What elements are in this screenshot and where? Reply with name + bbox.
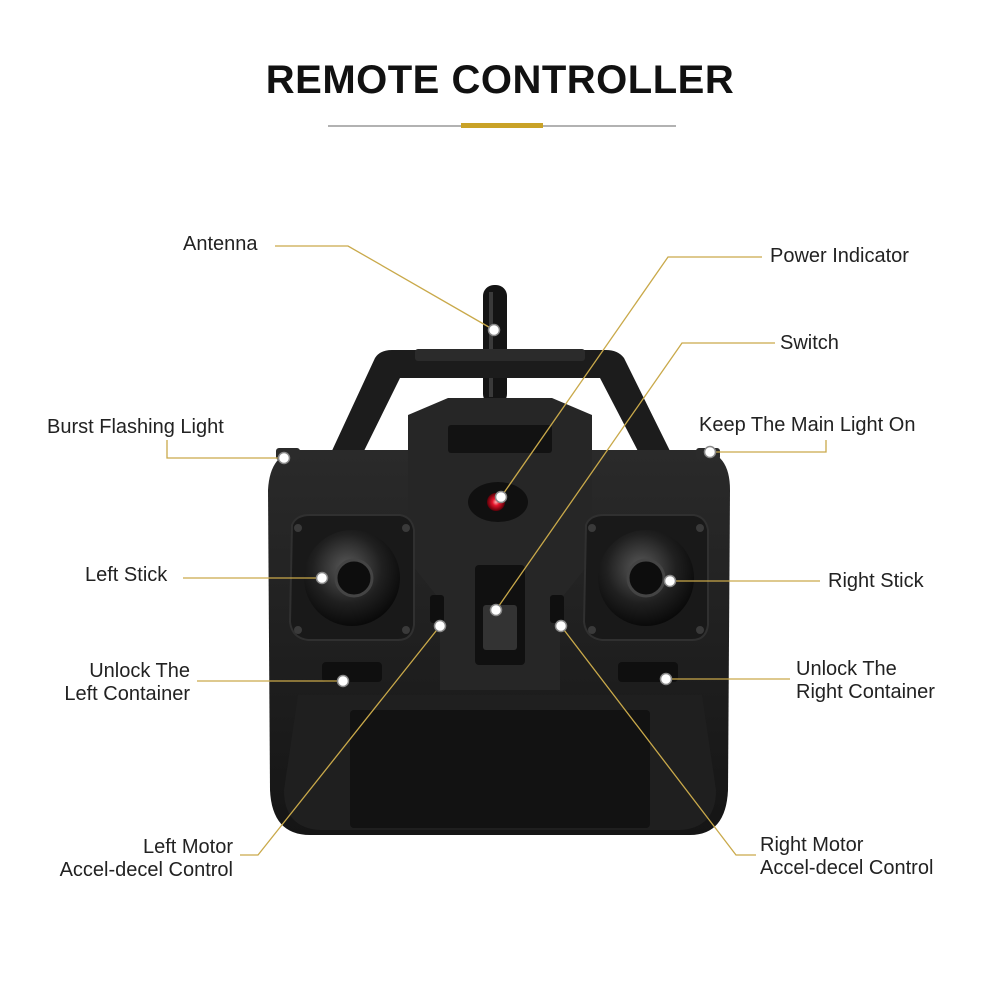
label-right-motor-line1: Right Motor: [760, 834, 864, 856]
label-unlock-left: Unlock The Left Container: [64, 660, 190, 706]
leader-burst: [166, 440, 282, 459]
right-stick[interactable]: [582, 514, 709, 641]
label-right-stick: Right Stick: [828, 570, 924, 592]
leader-antenna: [275, 245, 495, 331]
leader-main-light: [712, 440, 827, 453]
label-unlock-left-line2: Left Container: [64, 683, 190, 705]
leader-left-motor: [240, 625, 441, 856]
dot-antenna: [487, 323, 501, 337]
unlock-left-button[interactable]: [322, 662, 382, 682]
anchor-dots: [277, 323, 717, 688]
label-unlock-right: Unlock The Right Container: [796, 658, 935, 704]
antenna: [483, 285, 507, 405]
dot-unlock-right: [659, 672, 673, 686]
leader-lines: [166, 245, 827, 856]
dot-main-light: [703, 445, 717, 459]
carry-handle: [330, 349, 672, 455]
dot-power-indicator: [494, 490, 508, 504]
label-keep-main-light-on: Keep The Main Light On: [699, 414, 916, 436]
left-motor-trim[interactable]: [430, 595, 444, 623]
dot-right-stick: [663, 574, 677, 588]
label-right-motor: Right Motor Accel-decel Control: [760, 834, 933, 880]
label-burst-flashing-light: Burst Flashing Light: [47, 416, 224, 438]
label-left-motor-line1: Left Motor: [142, 836, 233, 858]
leader-switch: [495, 342, 775, 611]
page-title: REMOTE CONTROLLER: [265, 58, 735, 102]
label-antenna: Antenna: [183, 233, 258, 255]
label-left-motor-line2: Accel-decel Control: [59, 859, 233, 881]
leader-power-indicator: [500, 256, 762, 498]
label-left-motor: Left Motor Accel-decel Control: [60, 836, 233, 882]
label-left-stick: Left Stick: [85, 564, 168, 586]
left-stick[interactable]: [288, 514, 415, 641]
label-unlock-right-line1: Unlock The: [796, 658, 897, 680]
label-unlock-left-line1: Unlock The: [89, 660, 190, 682]
title-accent-bar: [461, 123, 543, 128]
dot-left-stick: [315, 571, 329, 585]
right-motor-trim[interactable]: [550, 595, 564, 623]
label-power-indicator: Power Indicator: [770, 245, 909, 267]
dot-left-motor: [433, 619, 447, 633]
power-switch[interactable]: [475, 565, 525, 665]
label-right-motor-line2: Accel-decel Control: [760, 857, 934, 879]
dot-right-motor: [554, 619, 568, 633]
leader-right-motor: [560, 625, 756, 856]
label-switch: Switch: [780, 332, 839, 354]
dot-burst: [277, 451, 291, 465]
label-unlock-right-line2: Right Container: [796, 681, 935, 703]
dot-unlock-left: [336, 674, 350, 688]
dot-switch: [489, 603, 503, 617]
